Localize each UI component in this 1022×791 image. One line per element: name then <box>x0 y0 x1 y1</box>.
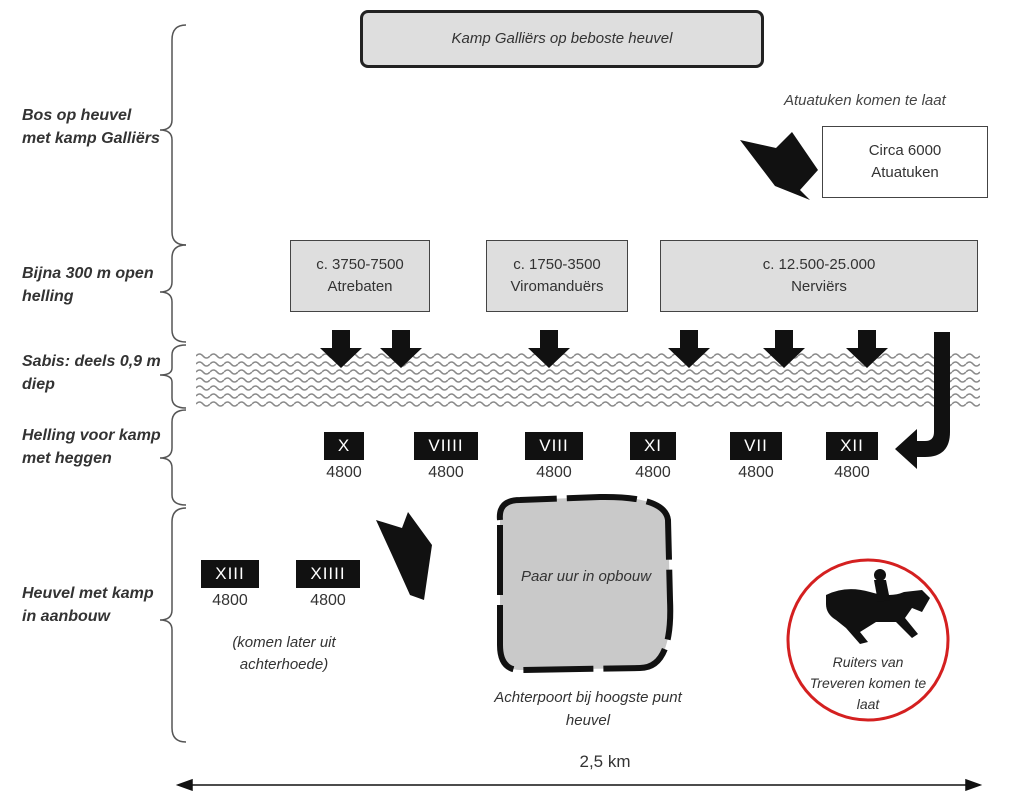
tribe-box-viromandui: c. 1750-3500 Viromanduërs <box>486 240 628 312</box>
legion-strength: 4800 <box>310 592 346 609</box>
legion-numeral: XII <box>826 432 878 460</box>
title-box: Kamp Galliërs op beboste heuvel <box>360 10 764 68</box>
down-arrow-icon <box>528 330 570 368</box>
zone-braces <box>159 24 187 743</box>
legion-x: X 4800 <box>304 432 384 482</box>
legion-xii: XII 4800 <box>812 432 892 482</box>
attack-arrows <box>320 330 888 368</box>
title-text: Kamp Galliërs op beboste heuvel <box>451 30 673 47</box>
rear-arrow-icon <box>376 512 432 600</box>
legion-vii: VII 4800 <box>716 432 796 482</box>
zone-label-sabis: Sabis: deels 0,9 m diep <box>22 353 161 393</box>
legion-numeral: XIIII <box>296 560 360 588</box>
scale-bar <box>175 778 983 791</box>
down-arrow-icon <box>380 330 422 368</box>
down-arrow-icon <box>763 330 805 368</box>
tribe-count: c. 3750-7500 <box>316 256 404 273</box>
zone-label-aanbouw: Heuvel met kamp in aanbouw <box>22 585 154 625</box>
legion-viii: VIII 4800 <box>514 432 594 482</box>
atuatuken-note: Atuatuken komen te laat <box>784 92 946 109</box>
zone-label-helling: Bijna 300 m open helling <box>22 265 154 305</box>
river-sabis <box>196 352 980 408</box>
scale-label: 2,5 km <box>579 752 631 771</box>
atuatuken-arrow-icon <box>740 132 818 200</box>
legion-strength: 4800 <box>428 464 464 481</box>
legion-viiii: VIIII 4800 <box>406 432 486 482</box>
tribe-box-nervii: c. 12.500-25.000 Nerviërs <box>660 240 978 312</box>
legion-numeral: XIII <box>201 560 259 588</box>
tribe-name: Viromanduërs <box>510 278 604 295</box>
rear-note: (komen later uit achterhoede) <box>232 634 336 673</box>
camp-outline <box>496 493 674 674</box>
tribe-name: Nerviërs <box>791 278 847 295</box>
atuatuken-box: Circa 6000 Atuatuken <box>822 126 988 198</box>
down-arrow-icon <box>668 330 710 368</box>
camp-inside-text: Paar uur in opbouw <box>520 568 652 585</box>
down-arrow-icon <box>846 330 888 368</box>
legion-strength: 4800 <box>738 464 774 481</box>
legion-strength: 4800 <box>536 464 572 481</box>
camp-below-text: Achterpoort bij hoogste punt heuvel <box>494 689 682 729</box>
tribe-count: c. 12.500-25.000 <box>762 256 876 273</box>
tribe-box-atrebaten: c. 3750-7500 Atrebaten <box>290 240 430 312</box>
legion-xi: XI 4800 <box>613 432 693 482</box>
legion-strength: 4800 <box>326 464 362 481</box>
legion-strength: 4800 <box>834 464 870 481</box>
zone-label-heggen: Helling voor kamp met heggen <box>22 427 161 467</box>
atuatuken-name: Atuatuken <box>871 164 939 181</box>
legion-numeral: VIIII <box>414 432 478 460</box>
flank-arrow-icon <box>895 332 950 469</box>
legion-numeral: X <box>323 432 365 460</box>
tribe-count: c. 1750-3500 <box>513 256 601 273</box>
treveri-text: Ruiters van Treveren komen te laat <box>809 654 927 712</box>
legion-strength: 4800 <box>635 464 671 481</box>
legion-strength: 4800 <box>212 592 248 609</box>
legion-numeral: VII <box>730 432 782 460</box>
atuatuken-count: Circa 6000 <box>868 142 942 159</box>
legion-numeral: VIII <box>525 432 583 460</box>
down-arrow-icon <box>320 330 362 368</box>
tribe-name: Atrebaten <box>327 278 393 295</box>
legion-numeral: XI <box>629 432 677 460</box>
horse-rider-icon <box>826 569 930 644</box>
legion-xiiii: XIIII 4800 <box>288 560 368 610</box>
zone-label-bos: Bos op heuvel met kamp Galliërs <box>22 107 160 147</box>
legion-xiii: XIII 4800 <box>190 560 270 610</box>
